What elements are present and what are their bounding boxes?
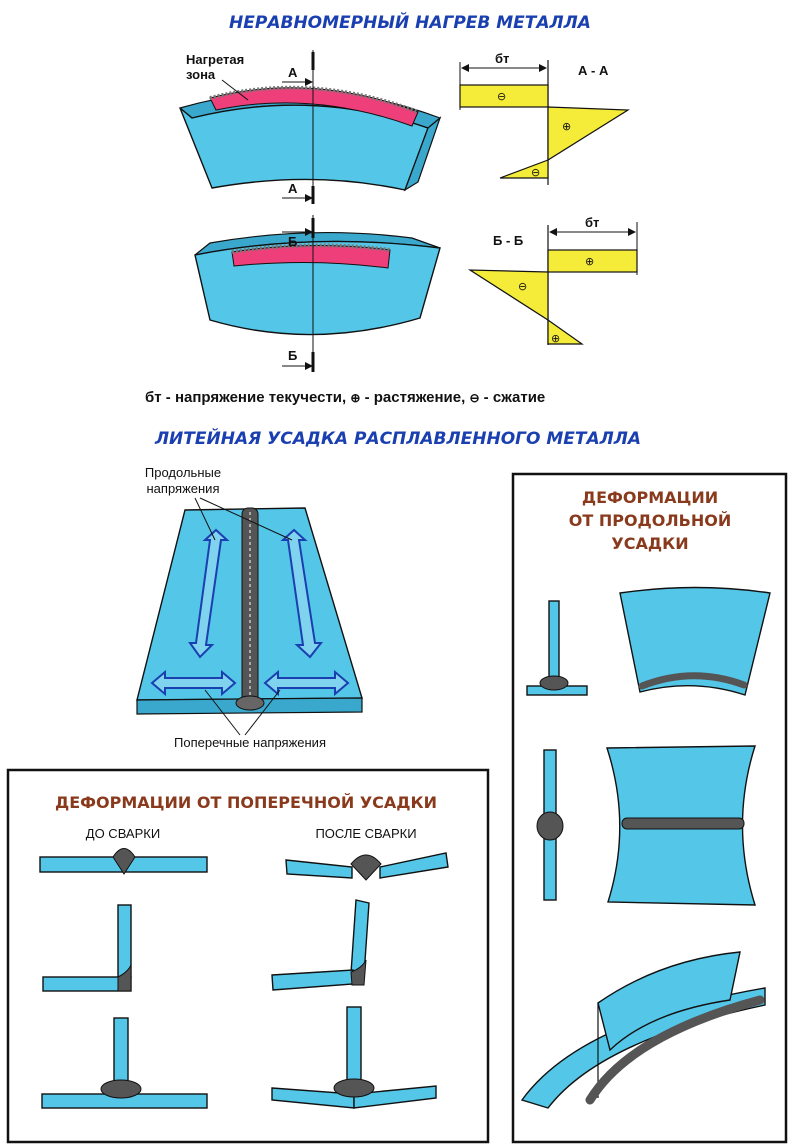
label-longitudinal-2: напряжения — [147, 481, 220, 496]
bb-plus-top: ⊕ — [585, 255, 594, 268]
t-after-flange-right — [353, 1085, 437, 1109]
transverse-arrow-right — [263, 669, 350, 697]
transverse-arrow-left — [150, 669, 237, 697]
label-after-welding: ПОСЛЕ СВАРКИ — [315, 826, 416, 841]
t-joint-after — [271, 1006, 437, 1109]
bb-tension-bottom — [547, 318, 584, 345]
t-small-web — [548, 600, 560, 682]
label-b-bottom: Б — [288, 348, 297, 363]
title-longitudinal-1: ДЕФОРМАЦИИ — [582, 488, 718, 507]
label-heated-zone-2: зона — [186, 67, 216, 82]
corner-after-web — [350, 899, 370, 976]
aa-compression-top — [459, 84, 549, 108]
plate-b — [194, 231, 441, 336]
title-uneven-heating: НЕРАВНОМЕРНЫЙ НАГРЕВ МЕТАЛЛА — [229, 11, 591, 33]
corner-before — [42, 904, 132, 992]
bent-beam-web — [597, 951, 741, 1052]
t-joint-before — [41, 1017, 208, 1109]
label-transverse: Поперечные напряжения — [174, 735, 326, 750]
stress-diagram-aa: бт А - А ⊖ ⊕ ⊖ — [459, 51, 630, 185]
butt-after-right — [379, 852, 449, 879]
butt-after-left — [285, 859, 353, 879]
t-section-small — [526, 600, 588, 696]
legend-line: бт - напряжение текучести, ⊕ - растяжени… — [145, 389, 545, 406]
title-longitudinal-2: ОТ ПРОДОЛЬНОЙ — [569, 511, 732, 530]
bent-beam-weld — [585, 995, 765, 1105]
legend-yield: - напряжение текучести, — [162, 389, 347, 406]
label-a-bottom: А — [288, 181, 298, 196]
plate-b-weld-bead — [231, 243, 391, 254]
aa-compression-bottom — [499, 159, 549, 179]
stress-diagram-bb: бт Б - Б ⊕ ⊖ ⊕ — [467, 215, 638, 345]
label-b-top: Б — [288, 234, 297, 249]
corner-after — [271, 899, 370, 991]
curved-plate-weld — [638, 672, 748, 690]
bent-t-beam — [520, 951, 766, 1109]
transverse-pointer-left — [204, 689, 241, 736]
t-before-weld — [100, 1079, 142, 1099]
bb-compression-triangle — [467, 269, 549, 322]
t-small-weld — [539, 675, 569, 691]
aa-tension-triangle — [547, 106, 630, 162]
curved-plate — [619, 586, 771, 696]
legend-sigma: бт — [145, 389, 162, 406]
title-casting-shrinkage: ЛИТЕЙНАЯ УСАДКА РАСПЛАВЛЕННОГО МЕТАЛЛА — [154, 427, 641, 449]
label-a-top: А — [288, 65, 298, 80]
butt-after — [285, 852, 449, 881]
label-longitudinal-1: Продольные — [145, 465, 221, 480]
bb-sigma-label: бт — [585, 215, 599, 230]
t-before-web — [113, 1017, 129, 1089]
bb-minus: ⊖ — [518, 280, 527, 293]
legend-plus: ⊕ — [350, 391, 360, 405]
t-after-web — [346, 1006, 362, 1084]
butt-after-weld — [350, 854, 382, 881]
hourglass-plate — [606, 745, 756, 906]
bb-section-label: Б - Б — [493, 233, 523, 248]
title-transverse: ДЕФОРМАЦИИ ОТ ПОПЕРЕЧНОЙ УСАДКИ — [55, 793, 437, 812]
t-after-weld — [333, 1078, 375, 1098]
plate-a — [178, 85, 442, 192]
butt-before — [39, 848, 208, 875]
weld-end — [235, 695, 265, 711]
longitudinal-frame — [511, 472, 788, 1144]
legend-tension: - растяжение, — [360, 389, 465, 406]
corner-after-flange — [271, 969, 354, 991]
corner-before-weld — [117, 964, 132, 992]
transverse-pointer-right — [244, 689, 281, 736]
longitudinal-pointer-right — [199, 497, 293, 541]
curved-plate-body — [619, 586, 771, 696]
aa-minus-top: ⊖ — [497, 90, 506, 103]
longitudinal-pointer-left — [194, 497, 216, 541]
title-longitudinal-3: УСАДКИ — [611, 534, 688, 553]
legend-minus: ⊖ — [469, 391, 479, 405]
longitudinal-arrow-right — [280, 528, 324, 659]
aa-sigma-label: бт — [495, 51, 509, 66]
transverse-frame — [6, 768, 490, 1144]
trapezoid-plate — [136, 507, 363, 715]
butt-before-weld — [112, 848, 136, 875]
cross-section-vertical — [536, 749, 564, 901]
corner-before-web — [117, 904, 132, 978]
cross-vertical-weld — [536, 811, 564, 841]
corner-after-weld — [350, 959, 367, 986]
plate-a-weld-bead — [209, 85, 419, 114]
heated-zone-pointer — [221, 79, 249, 101]
label-before-welding: ДО СВАРКИ — [86, 826, 160, 841]
legend-compression: - сжатие — [480, 389, 546, 406]
aa-section-label: А - А — [578, 63, 609, 78]
bb-tension-top — [547, 249, 638, 273]
longitudinal-arrow-left — [188, 528, 230, 659]
plate-a-side-face — [403, 116, 442, 192]
aa-plus: ⊕ — [562, 120, 571, 133]
label-heated-zone-1: Нагретая — [186, 52, 244, 67]
hourglass-weld — [621, 817, 745, 830]
bb-plus-bottom: ⊕ — [551, 332, 560, 345]
aa-minus-bottom: ⊖ — [531, 166, 540, 179]
